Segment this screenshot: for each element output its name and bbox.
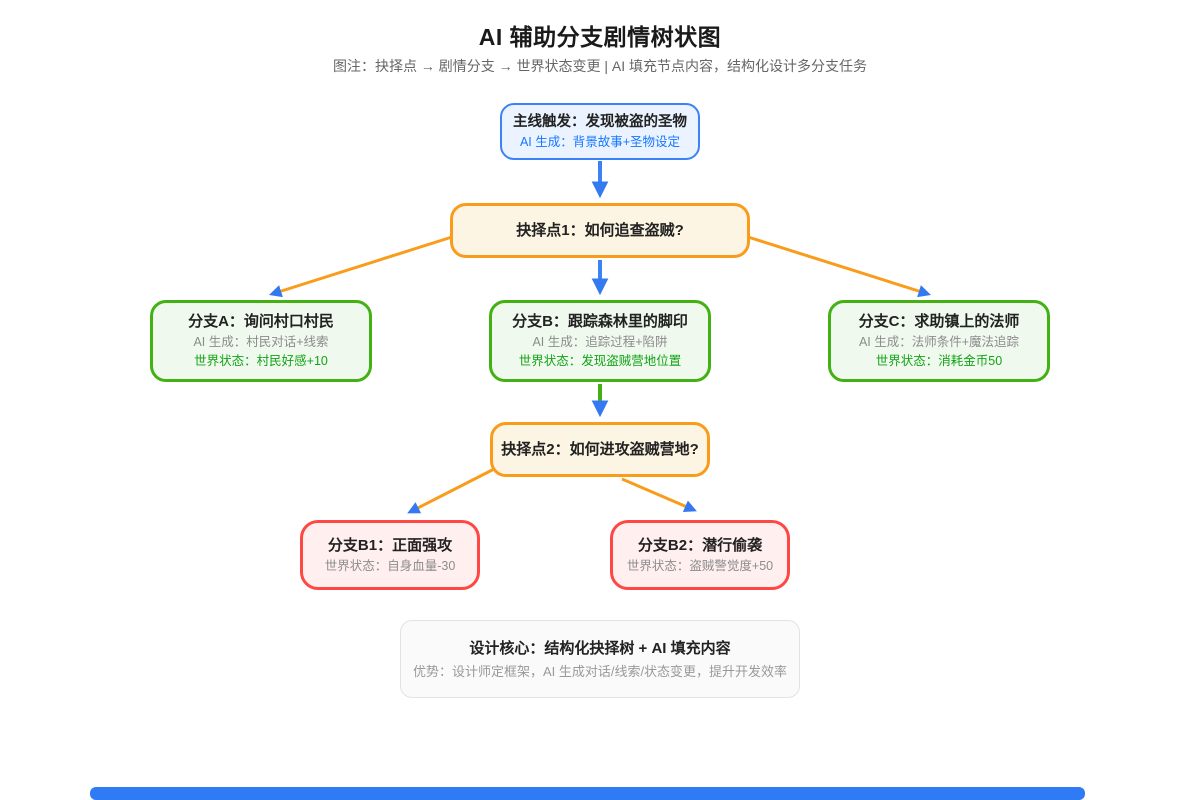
page-subtitle: 图注：抉择点 → 剧情分支 → 世界状态变更 | AI 填充节点内容，结构化设计… <box>332 58 868 74</box>
node-title: 分支C：求助镇上的法师 <box>858 313 1020 330</box>
node-state-line: 世界状态：村民好感+10 <box>194 354 328 368</box>
node-branch-c: 分支C：求助镇上的法师 AI 生成：法师条件+魔法追踪 世界状态：消耗金币50 <box>828 300 1050 382</box>
page-title: AI 辅助分支剧情树状图 <box>478 24 722 50</box>
node-ai-line: AI 生成：法师条件+魔法追踪 <box>858 335 1020 349</box>
node-state-line: 世界状态：盗贼警觉度+50 <box>626 558 774 573</box>
node-title: 分支B：跟踪森林里的脚印 <box>512 313 688 330</box>
node-title: 抉择点2：如何进攻盗贼营地? <box>501 440 699 458</box>
connector-decision1-to-branch-c <box>747 235 932 298</box>
design-note-title: 设计核心：结构化抉择树 + AI 填充内容 <box>469 639 731 657</box>
node-ai-line: AI 生成：村民对话+线索 <box>193 335 329 349</box>
connector-decision1-to-branch-a <box>268 235 453 298</box>
node-title: 分支B1：正面强攻 <box>327 536 453 554</box>
node-branch-b: 分支B：跟踪森林里的脚印 AI 生成：追踪过程+陷阱 世界状态：发现盗贼营地位置 <box>489 300 711 382</box>
design-note-subtitle: 优势：设计师定框架，AI 生成对话/线索/状态变更，提升开发效率 <box>412 663 788 679</box>
node-title: 抉择点1：如何追查盗贼? <box>516 221 684 239</box>
node-state-line: 世界状态：消耗金币50 <box>875 354 1003 368</box>
node-title: 分支B2：潜行偷袭 <box>637 536 763 554</box>
connector-decision2-to-branch-b2 <box>621 477 697 513</box>
node-branch-a: 分支A：询问村口村民 AI 生成：村民对话+线索 世界状态：村民好感+10 <box>150 300 372 382</box>
node-ai-line: AI 生成：背景故事+圣物设定 <box>519 135 681 149</box>
node-title: 主线触发：发现被盗的圣物 <box>513 114 687 130</box>
node-title: 分支A：询问村口村民 <box>188 313 334 330</box>
node-branch-b2: 分支B2：潜行偷袭 世界状态：盗贼警觉度+50 <box>610 520 790 590</box>
node-ai-line: AI 生成：追踪过程+陷阱 <box>532 335 668 349</box>
design-note-box: 设计核心：结构化抉择树 + AI 填充内容 优势：设计师定框架，AI 生成对话/… <box>400 620 800 698</box>
node-decision-1: 抉择点1：如何追查盗贼? <box>450 203 750 258</box>
node-branch-b1: 分支B1：正面强攻 世界状态：自身血量-30 <box>300 520 480 590</box>
node-main-trigger: 主线触发：发现被盗的圣物 AI 生成：背景故事+圣物设定 <box>500 103 700 160</box>
node-decision-2: 抉择点2：如何进攻盗贼营地? <box>490 422 710 477</box>
node-state-line: 世界状态：自身血量-30 <box>324 558 456 573</box>
connector-decision2-to-branch-b1 <box>407 464 501 514</box>
node-state-line: 世界状态：发现盗贼营地位置 <box>518 354 682 368</box>
footer-accent-bar <box>90 787 1085 800</box>
